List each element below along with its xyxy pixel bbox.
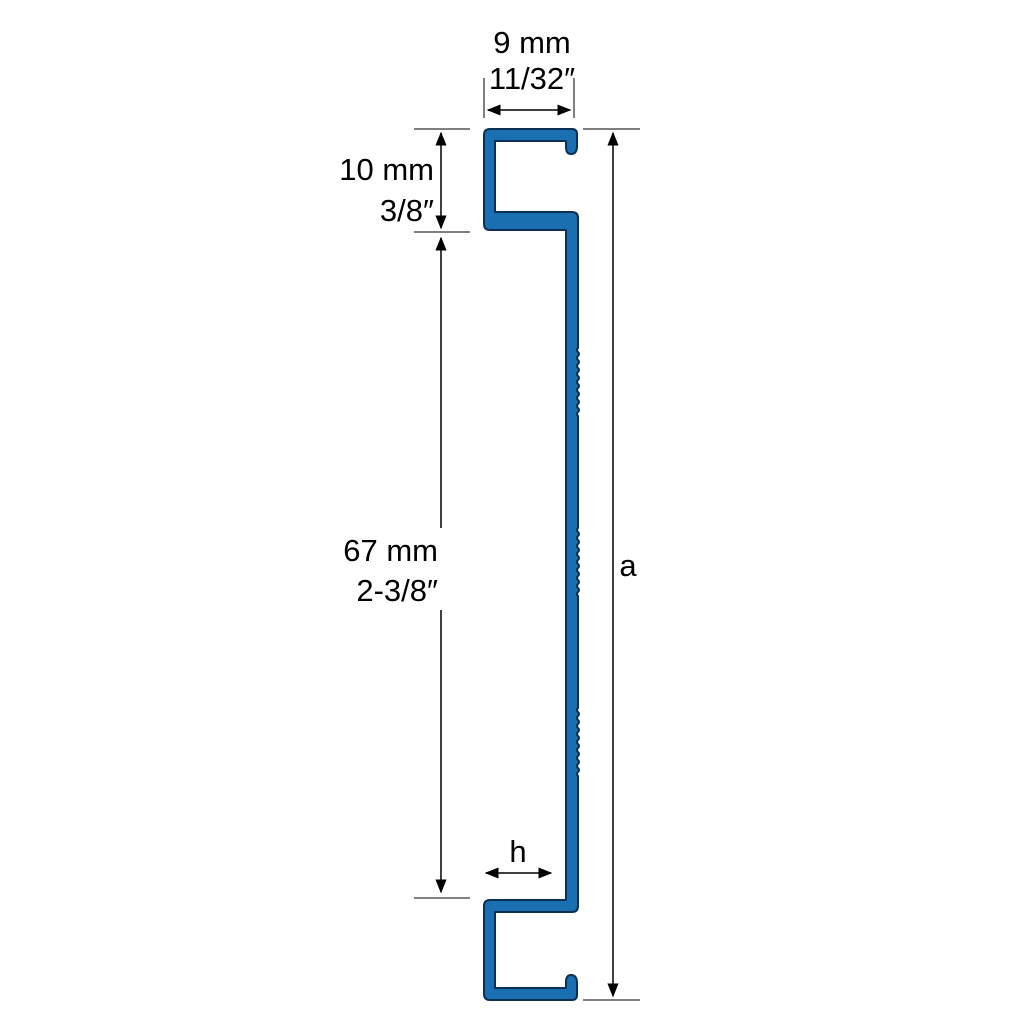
top-flange-in-label: 3/8″ bbox=[380, 193, 434, 228]
profile-outline bbox=[483, 128, 580, 1001]
profile-section bbox=[483, 128, 580, 1001]
h-label: h bbox=[509, 834, 526, 869]
top-width-dimension: 9 mm 11/32″ bbox=[483, 25, 575, 118]
middle-height-label-bg bbox=[330, 528, 452, 610]
top-width-in-label: 11/32″ bbox=[489, 61, 575, 96]
top-width-mm-label: 9 mm bbox=[493, 25, 571, 60]
middle-height-dimension: 67 mm 2-3/8″ bbox=[330, 236, 470, 899]
top-flange-dimension: 10 mm 3/8″ bbox=[339, 128, 470, 233]
middle-height-mm-label: 67 mm bbox=[343, 533, 438, 568]
middle-height-in-label: 2-3/8″ bbox=[356, 573, 438, 608]
top-flange-mm-label: 10 mm bbox=[339, 152, 434, 187]
h-dimension: h bbox=[484, 834, 553, 879]
overall-label: a bbox=[619, 548, 637, 583]
overall-height-dimension: a bbox=[583, 128, 640, 1001]
